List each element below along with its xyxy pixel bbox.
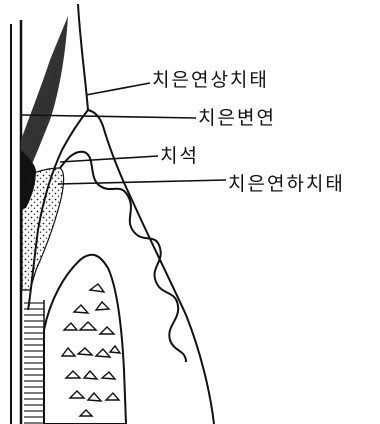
leader-calculus <box>60 156 158 162</box>
leader-supragingival-plaque <box>86 83 150 95</box>
label-calculus: 치석 <box>160 145 199 167</box>
periodontal-ligament <box>24 300 44 424</box>
label-supragingival-plaque: 치은연상치태 <box>152 69 269 91</box>
supragingival-plaque-region <box>21 16 68 180</box>
leader-subgingival-plaque <box>58 180 226 184</box>
label-subgingival-plaque: 치은연하치태 <box>228 173 345 195</box>
supragingival-plaque-texture <box>30 30 66 150</box>
label-gingival-margin: 치은변연 <box>198 107 276 129</box>
bone-trabeculae <box>62 284 120 416</box>
